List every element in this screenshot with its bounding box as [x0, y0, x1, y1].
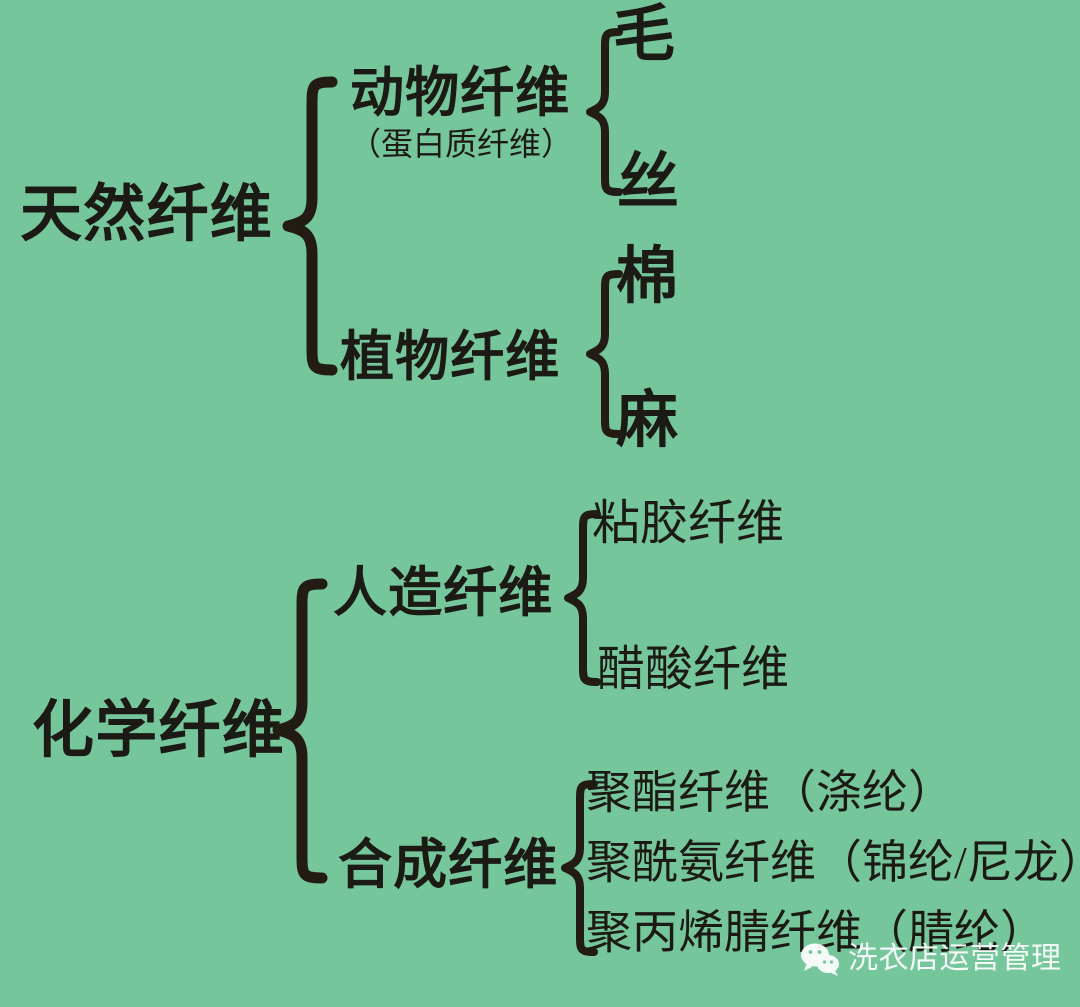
brace-animal	[585, 26, 625, 198]
node-polyester-fiber: 聚酯纤维（涤纶）	[586, 767, 954, 818]
node-synthetic-fiber: 合成纤维	[338, 835, 559, 895]
node-hemp: 麻	[616, 386, 680, 455]
brace-chemical	[272, 578, 328, 884]
brace-synthetic	[560, 778, 600, 958]
node-animal-fiber-sublabel: （蛋白质纤维）	[349, 126, 574, 162]
node-plant-fiber: 植物纤维	[340, 327, 561, 387]
brace-plant	[585, 268, 625, 440]
watermark: 洗衣店运营管理	[800, 942, 1062, 976]
node-manmade-fiber: 人造纤维	[333, 563, 554, 623]
node-animal-fiber: 动物纤维	[350, 63, 571, 123]
brace-manmade	[563, 508, 603, 688]
node-natural-fiber: 天然纤维	[20, 180, 273, 249]
node-acetate-fiber: 醋酸纤维	[597, 643, 790, 696]
node-silk: 丝	[617, 148, 681, 217]
wechat-logo	[800, 942, 840, 976]
node-cotton: 棉	[616, 242, 680, 311]
node-chemical-fiber: 化学纤维	[32, 696, 285, 765]
node-viscose-fiber: 粘胶纤维	[592, 497, 785, 550]
watermark-text: 洗衣店运营管理	[848, 942, 1062, 975]
node-polyamide-fiber: 聚酰氨纤维（锦纶/尼龙）	[586, 837, 1080, 888]
brace-natural	[282, 76, 338, 376]
node-wool: 毛	[613, 0, 677, 69]
